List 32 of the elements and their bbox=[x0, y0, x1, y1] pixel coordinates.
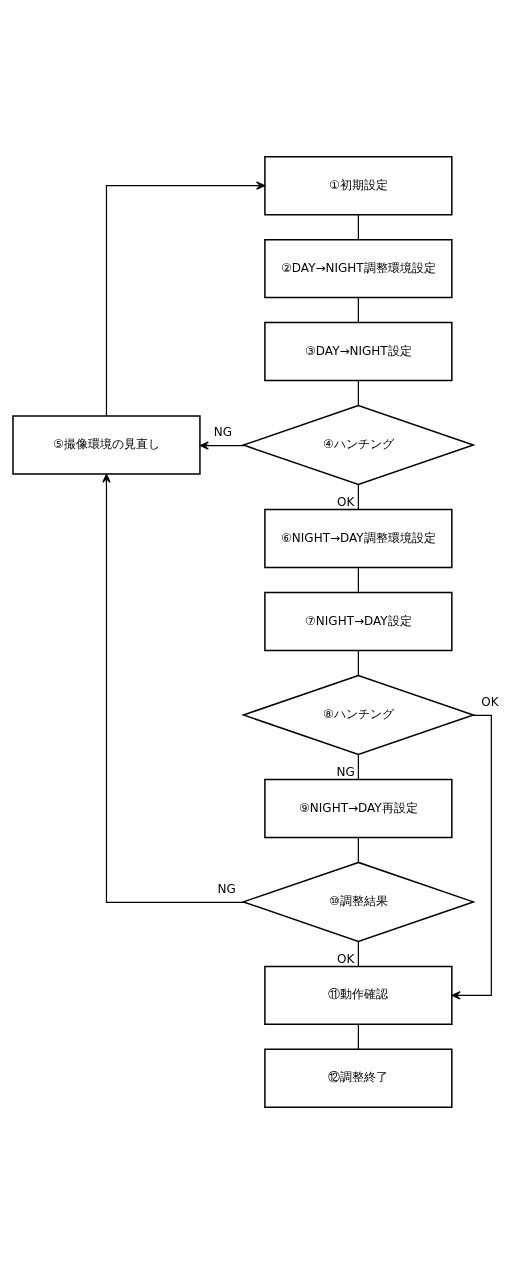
edge-label: NG bbox=[213, 424, 232, 439]
node-diamond: ④ハンチング bbox=[240, 404, 476, 485]
node-box: ⑪動作確認 bbox=[263, 965, 453, 1025]
connector bbox=[357, 1023, 359, 1050]
arrow bbox=[199, 440, 245, 450]
arrow bbox=[101, 473, 245, 903]
node-box: ②DAY→NIGHT調整環境設定 bbox=[263, 238, 453, 298]
node-box: ⑥NIGHT→DAY調整環境設定 bbox=[263, 508, 453, 568]
node-box: ⑨NIGHT→DAY再設定 bbox=[263, 778, 453, 838]
node-box: ⑫調整終了 bbox=[263, 1048, 453, 1108]
node-box: ③DAY→NIGHT設定 bbox=[263, 321, 453, 381]
connector bbox=[357, 836, 359, 863]
node-box: ①初期設定 bbox=[263, 155, 453, 215]
edge-label: OK bbox=[336, 951, 354, 966]
edge-label: NG bbox=[216, 881, 236, 896]
connector bbox=[357, 753, 359, 780]
connector bbox=[357, 649, 359, 676]
arrow bbox=[451, 714, 492, 1000]
edge-label: OK bbox=[480, 694, 499, 709]
node-box: ⑤撮像環境の見直し bbox=[11, 414, 201, 475]
connector bbox=[357, 940, 359, 967]
node-diamond: ⑧ハンチング bbox=[240, 674, 476, 755]
node-diamond: ⑩調整結果 bbox=[240, 861, 476, 942]
connector bbox=[357, 379, 359, 406]
connector bbox=[357, 483, 359, 510]
connector bbox=[357, 566, 359, 593]
edge-label: NG bbox=[336, 764, 355, 779]
edge-label: OK bbox=[336, 494, 354, 509]
connector bbox=[357, 213, 359, 240]
node-box: ⑦NIGHT→DAY設定 bbox=[263, 591, 453, 651]
connector bbox=[357, 296, 359, 323]
arrow bbox=[105, 180, 265, 417]
